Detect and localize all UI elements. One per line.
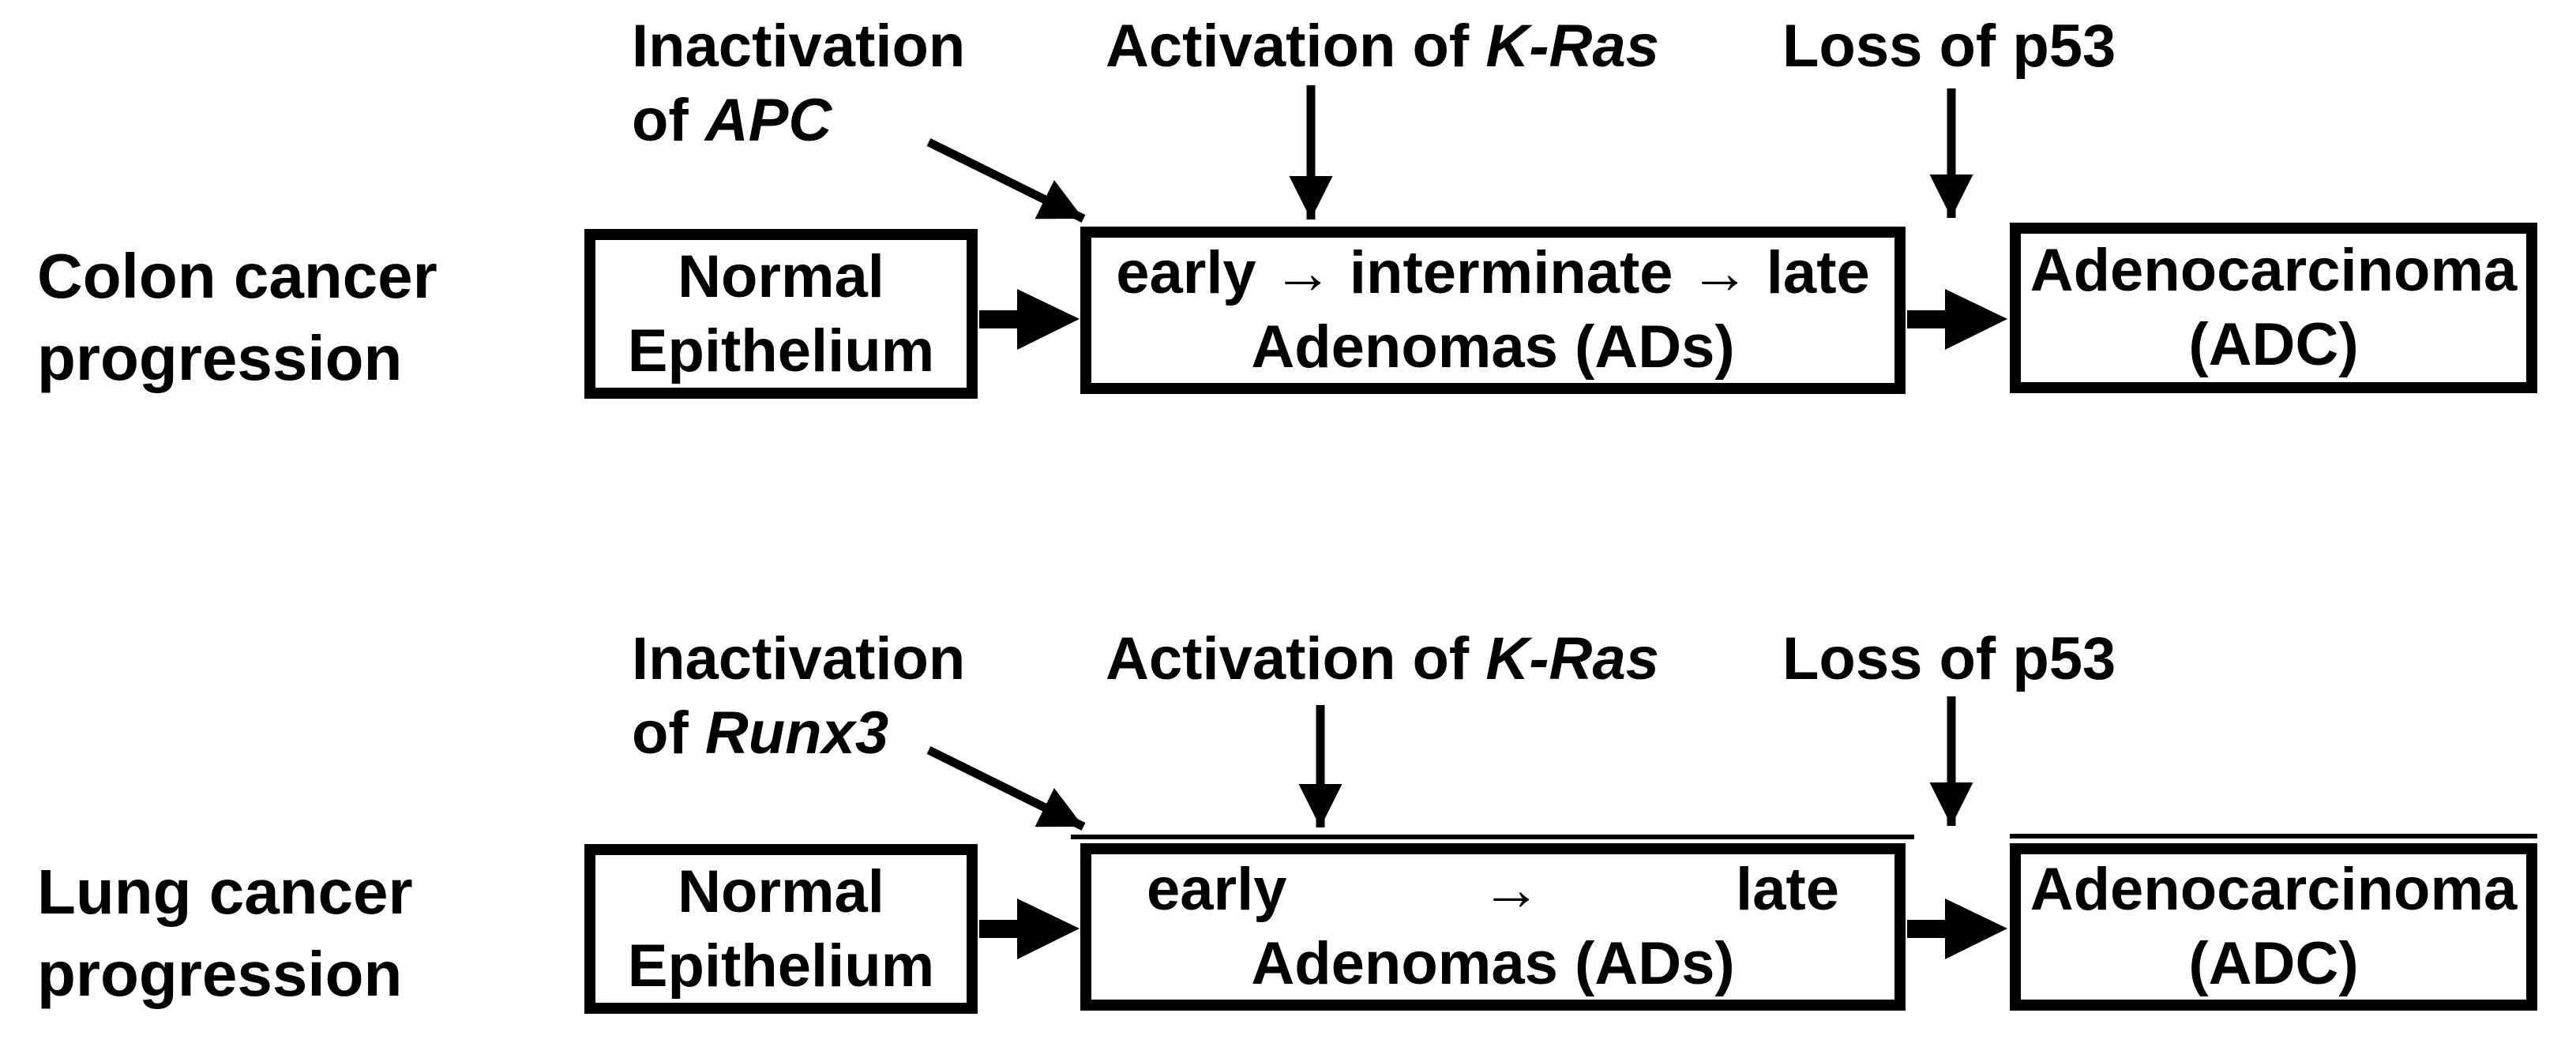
box-adenocarcinoma-colon: Adenocarcinoma (ADC) xyxy=(2010,223,2537,393)
block-arrow-lung-2 xyxy=(1907,899,2007,959)
annotation-line: Inactivation xyxy=(632,622,965,696)
annotation-line: Inactivation xyxy=(632,9,965,84)
box-adenomas-lung: early → late Adenomas (ADs) xyxy=(1080,843,1906,1011)
annotation-text: Loss of p53 xyxy=(1782,625,2116,692)
row-label-line: Colon cancer xyxy=(37,241,437,311)
annotation-line: of Runx3 xyxy=(632,696,965,771)
annotation-text: Activation of xyxy=(1106,625,1486,692)
annotation-loss-p53-lung: Loss of p53 xyxy=(1782,622,2116,696)
box-text-line: early → late xyxy=(1091,853,1894,927)
row-label-line: Lung cancer xyxy=(37,857,413,927)
row-label-lung: Lung cancer progression xyxy=(37,851,413,1015)
box-text-line: Adenomas (ADs) xyxy=(1251,313,1735,381)
box-text-line: Epithelium xyxy=(627,932,935,1000)
annotation-text: of xyxy=(632,700,705,767)
annotation-text: Inactivation xyxy=(632,625,966,692)
box-text-line: Normal xyxy=(678,242,884,310)
box-text-line: early → interminate → late xyxy=(1116,239,1870,306)
box-text-line: Epithelium xyxy=(627,317,935,385)
block-arrow-lung-1 xyxy=(979,899,1080,959)
gene-name: APC xyxy=(704,87,832,154)
annotation-inactivation-runx3: Inactivation of Runx3 xyxy=(632,622,965,771)
box-text: early xyxy=(1147,856,1287,923)
annotation-text: Inactivation xyxy=(632,13,966,80)
block-arrow-colon-2 xyxy=(1907,289,2007,350)
runx3-diagonal-arrow xyxy=(926,746,1086,831)
annotation-inactivation-apc: Inactivation of APC xyxy=(632,9,965,158)
annotation-text: Loss of p53 xyxy=(1782,13,2116,80)
gene-name: Runx3 xyxy=(704,700,889,767)
annotation-text: of xyxy=(632,87,705,154)
box-text-line: (ADC) xyxy=(2188,311,2359,378)
row-label-line: progression xyxy=(37,323,403,393)
annotation-text: Activation of xyxy=(1106,13,1486,80)
annotation-line: of APC xyxy=(632,84,965,158)
double-line-artifact xyxy=(1071,835,1914,839)
box-text-line: Normal xyxy=(678,857,884,925)
box-normal-epithelium-lung: Normal Epithelium xyxy=(584,844,978,1014)
box-text-line: Adenomas (ADs) xyxy=(1251,930,1735,997)
annotation-activation-kras-lung: Activation of K-Ras xyxy=(1106,622,1659,696)
gene-name: K-Ras xyxy=(1485,625,1659,692)
box-adenomas-colon: early → interminate → late Adenomas (ADs… xyxy=(1080,227,1906,394)
box-text-line: Adenocarcinoma xyxy=(2030,237,2518,304)
apc-diagonal-arrow xyxy=(926,138,1086,223)
box-normal-epithelium-colon: Normal Epithelium xyxy=(584,229,978,399)
box-text-line: Adenocarcinoma xyxy=(2030,856,2518,923)
box-text: late xyxy=(1736,856,1839,923)
right-arrow-glyph: → xyxy=(1481,856,1541,923)
box-adenocarcinoma-lung: Adenocarcinoma (ADC) xyxy=(2010,843,2537,1011)
double-line-artifact xyxy=(2010,834,2537,839)
annotation-activation-kras-colon: Activation of K-Ras xyxy=(1106,9,1659,84)
row-label-colon: Colon cancer progression xyxy=(37,235,437,400)
gene-name: K-Ras xyxy=(1485,13,1659,80)
annotation-loss-p53-colon: Loss of p53 xyxy=(1782,9,2116,84)
block-arrow-colon-1 xyxy=(979,289,1080,350)
box-text-line: (ADC) xyxy=(2188,930,2359,997)
row-label-line: progression xyxy=(37,939,403,1009)
